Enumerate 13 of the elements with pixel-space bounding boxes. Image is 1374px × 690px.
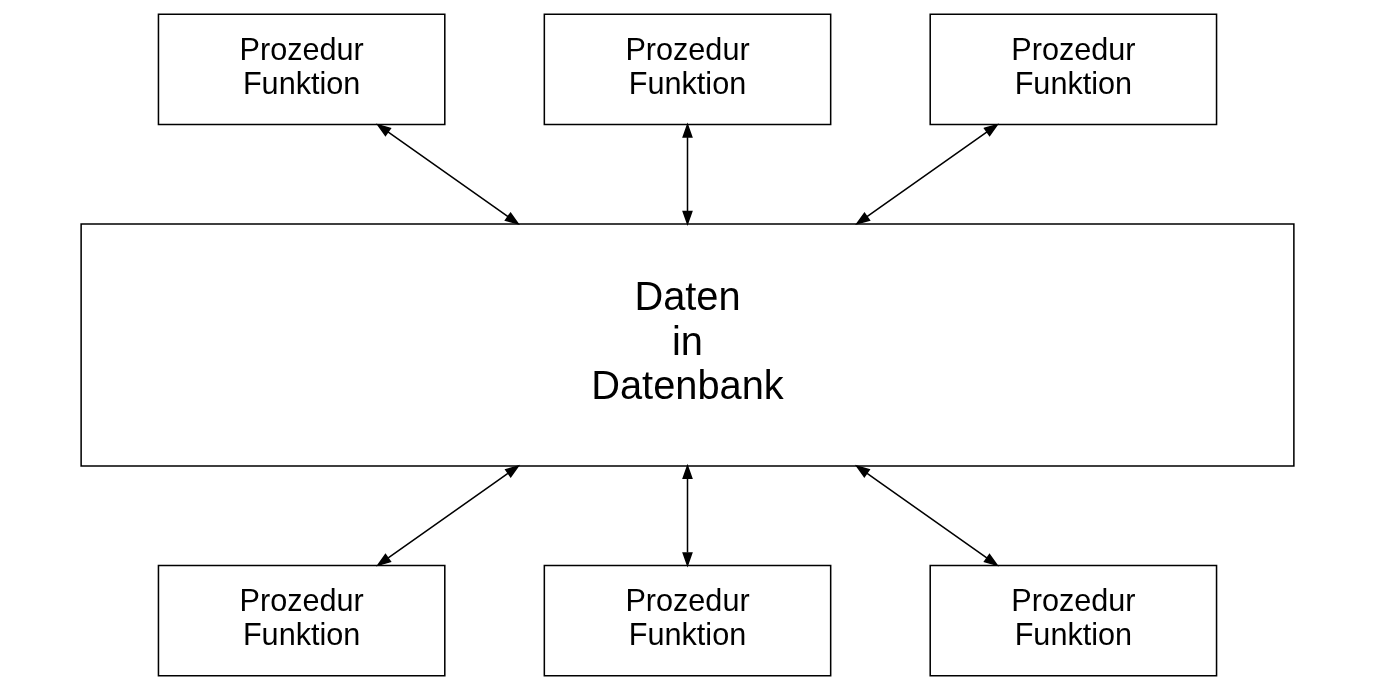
node-box: Daten in Datenbank [79, 223, 1295, 467]
arrow [854, 464, 999, 567]
node-box: Prozedur Funktion [157, 564, 446, 677]
node-box: Prozedur Funktion [157, 13, 446, 126]
node-box: Prozedur Funktion [543, 13, 831, 126]
node-box: Prozedur Funktion [928, 13, 1217, 126]
arrow [854, 123, 999, 226]
node-box: Prozedur Funktion [543, 564, 831, 677]
node-box: Prozedur Funktion [928, 564, 1217, 677]
arrow [681, 122, 693, 227]
arrow [375, 123, 520, 226]
arrow [375, 464, 520, 567]
arrow [681, 463, 693, 568]
